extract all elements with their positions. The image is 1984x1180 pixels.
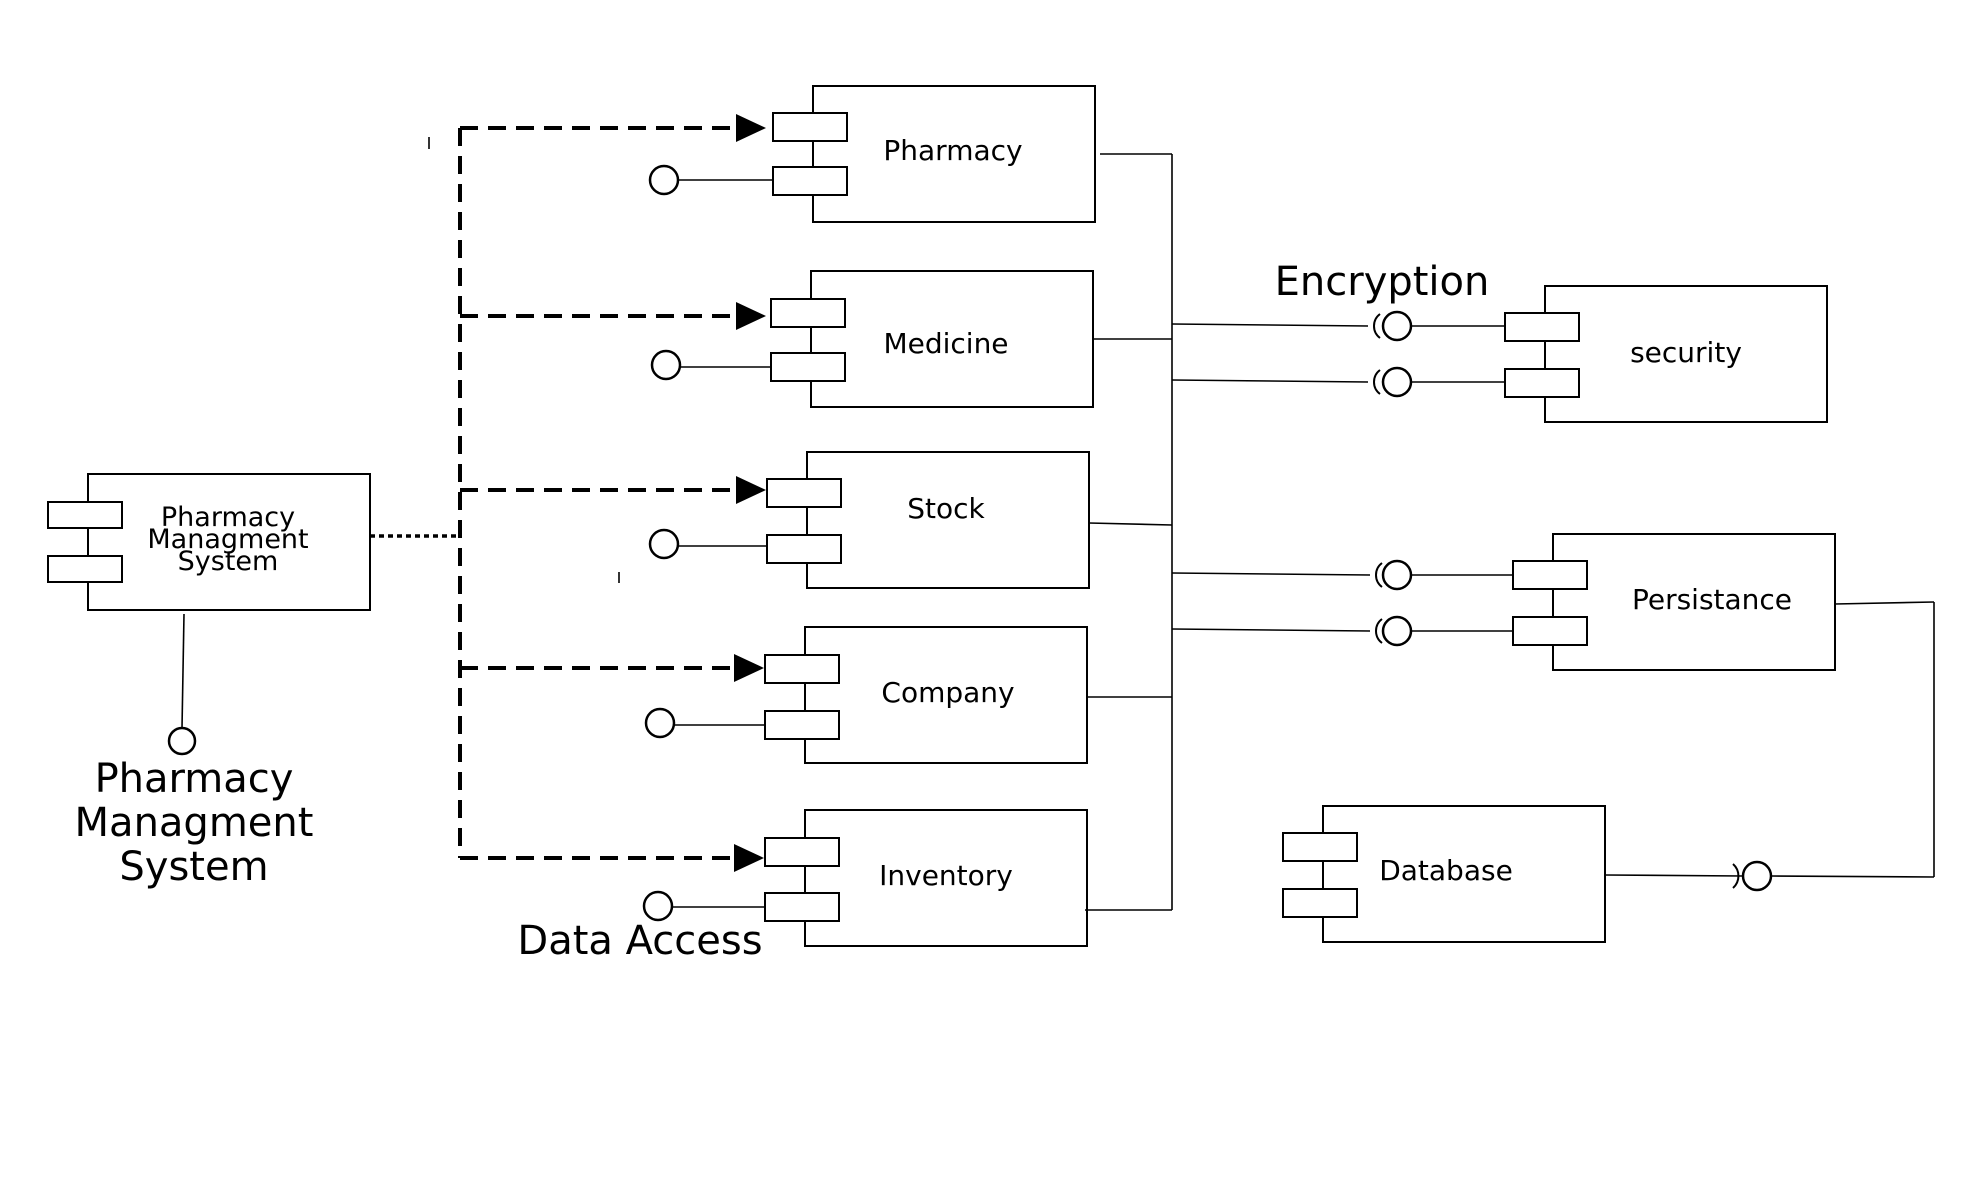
security-port-bottom xyxy=(1504,368,1580,398)
main-interface-label-line3: System xyxy=(119,844,268,890)
security-interface-2[interactable] xyxy=(1381,366,1413,398)
persistance-interface-2[interactable] xyxy=(1381,615,1413,647)
database-port-top xyxy=(1282,832,1358,862)
data-access-label: Data Access xyxy=(517,918,762,964)
component-inventory[interactable]: Inventory xyxy=(764,809,1088,947)
persistance-port-top xyxy=(1512,560,1588,590)
persistance-port-bottom xyxy=(1512,616,1588,646)
security-socket-1 xyxy=(1373,313,1381,339)
company-port-top xyxy=(764,654,840,684)
medicine-label: Medicine xyxy=(883,327,1008,360)
pharmacy-port-top xyxy=(772,112,848,142)
component-medicine[interactable]: Medicine xyxy=(770,270,1094,408)
stock-label: Stock xyxy=(907,492,985,525)
encryption-label: Encryption xyxy=(1275,259,1490,305)
main-component-body xyxy=(87,473,371,611)
stock-port-bottom xyxy=(766,534,842,564)
main-provided-interface[interactable] xyxy=(167,726,197,756)
dependency-arrow-medicine xyxy=(460,302,766,330)
main-component-label-line1: Pharmacy xyxy=(161,502,295,533)
main-component-port-bottom xyxy=(47,555,123,583)
dependency-arrow-company xyxy=(460,654,764,682)
inventory-provided-interface[interactable] xyxy=(642,890,674,922)
database-label: Database xyxy=(1379,854,1513,887)
persistance-interface-1[interactable] xyxy=(1381,559,1413,591)
company-provided-interface[interactable] xyxy=(644,707,676,739)
inventory-port-top xyxy=(764,837,840,867)
pharmacy-label: Pharmacy xyxy=(883,134,1022,167)
main-interface-label-line1: Pharmacy xyxy=(95,756,294,802)
persistance-out-link xyxy=(1834,601,1935,605)
stock-port-top xyxy=(766,478,842,508)
persistance-required-link-2 xyxy=(1171,628,1371,632)
main-interface-label-line2: Managment xyxy=(75,800,314,846)
database-out-link xyxy=(1604,874,1744,877)
database-port-bottom xyxy=(1282,888,1358,918)
persistance-database-horizontal xyxy=(1770,875,1935,878)
stock-body xyxy=(806,451,1090,589)
company-label: Company xyxy=(881,676,1014,709)
dependency-arrow-pharmacy xyxy=(460,114,766,142)
security-label: security xyxy=(1630,336,1742,369)
security-port-top xyxy=(1504,312,1580,342)
security-body xyxy=(1544,285,1828,423)
database-interface[interactable] xyxy=(1741,860,1773,892)
database-body xyxy=(1322,805,1606,943)
component-security[interactable]: security xyxy=(1504,285,1828,423)
persistance-socket-1 xyxy=(1375,562,1383,588)
security-socket-2 xyxy=(1373,369,1381,395)
medicine-provided-interface[interactable] xyxy=(650,349,682,381)
component-pharmacy[interactable]: Pharmacy xyxy=(772,85,1096,223)
dependency-arrow-inventory xyxy=(460,844,764,872)
main-component[interactable]: Pharmacy Managment System xyxy=(47,473,371,611)
dependency-arrow-stock xyxy=(460,476,766,504)
medicine-body xyxy=(810,270,1094,408)
main-interface-connector xyxy=(181,613,185,729)
security-required-link-2 xyxy=(1171,379,1369,383)
company-port-bottom xyxy=(764,710,840,740)
stock-provided-interface[interactable] xyxy=(648,528,680,560)
pharmacy-provided-interface[interactable] xyxy=(648,164,680,196)
inventory-label: Inventory xyxy=(879,859,1013,892)
pharmacy-port-bottom xyxy=(772,166,848,196)
persistance-body xyxy=(1552,533,1836,671)
component-persistance[interactable]: Persistance xyxy=(1512,533,1836,671)
component-stock[interactable]: Stock xyxy=(766,451,1090,589)
security-interface-1[interactable] xyxy=(1381,310,1413,342)
pharmacy-body xyxy=(812,85,1096,223)
component-database[interactable]: Database xyxy=(1282,805,1606,943)
main-component-label-line3: System xyxy=(178,546,279,577)
inventory-port-bottom xyxy=(764,892,840,922)
persistance-required-link-1 xyxy=(1171,572,1371,576)
persistance-label: Persistance xyxy=(1632,583,1792,616)
persistance-socket-2 xyxy=(1375,618,1383,644)
stock-bus-link xyxy=(1088,522,1173,526)
main-component-label-line2: Managment xyxy=(147,524,308,555)
main-component-port-top xyxy=(47,501,123,529)
medicine-port-top xyxy=(770,298,846,328)
inventory-body xyxy=(804,809,1088,947)
company-body xyxy=(804,626,1088,764)
security-required-link-1 xyxy=(1171,323,1369,327)
component-company[interactable]: Company xyxy=(764,626,1088,764)
medicine-port-bottom xyxy=(770,352,846,382)
